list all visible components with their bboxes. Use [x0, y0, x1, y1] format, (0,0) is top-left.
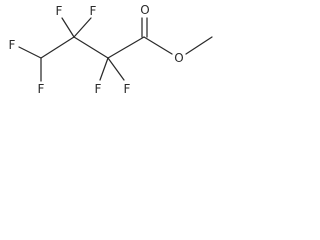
- atom-label-f-top-left: F: [56, 4, 63, 18]
- atom-label-f-lower-right: F: [124, 82, 131, 96]
- bond-c3-c2: [73, 36, 109, 59]
- atom-label-layer: F F F F F F O O: [9, 3, 184, 96]
- bond-c2-f-lower-left: [99, 57, 109, 81]
- bond-c2-c1: [107, 36, 145, 59]
- atom-label-o-carbonyl: O: [140, 3, 149, 17]
- bond-c3-f-upper-left: [61, 17, 75, 38]
- atom-label-f-top-right: F: [90, 4, 97, 18]
- atom-label-f-left: F: [9, 38, 16, 52]
- bond-c4-c3: [40, 36, 75, 59]
- bond-layer: [18, 17, 213, 82]
- bond-c3-f-upper-right: [73, 17, 92, 38]
- molecule-drawing: F F F F F F O O: [9, 3, 213, 96]
- structure-diagram: F F F F F F O O: [0, 0, 218, 118]
- atom-label-f-lower-left: F: [95, 82, 102, 96]
- bond-ester-o-methyl: [185, 36, 213, 55]
- bond-c1-ester-o: [143, 36, 173, 55]
- bond-c4-f-left: [18, 46, 42, 59]
- bond-c2-f-lower-right: [107, 57, 125, 81]
- atom-label-f-bottom: F: [38, 82, 45, 96]
- atom-label-o-ester: O: [174, 51, 183, 65]
